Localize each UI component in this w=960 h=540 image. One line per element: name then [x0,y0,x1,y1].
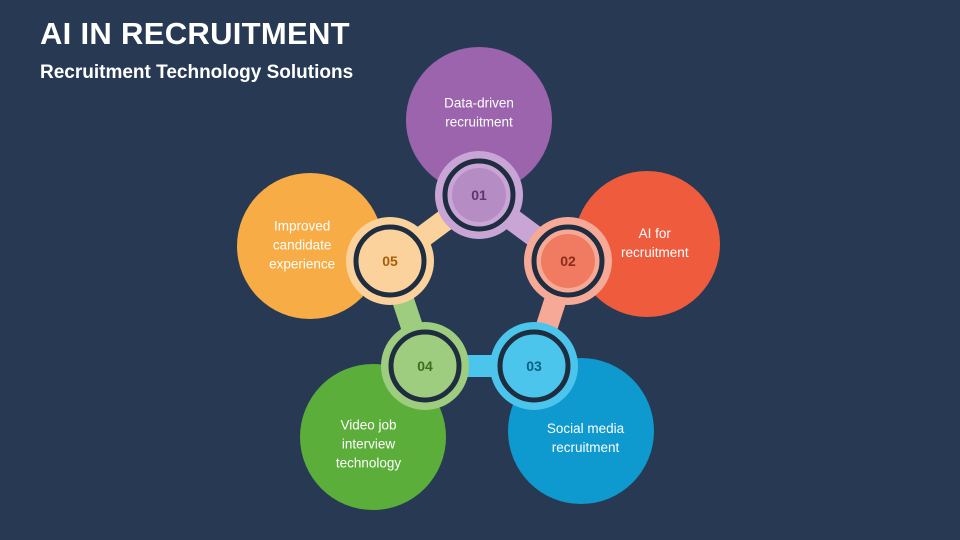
petal-01: Data-driven recruitment [406,47,552,193]
hub-disc-03 [507,339,561,393]
petal-05: Improved candidate experience [237,173,383,319]
hub-disc-05 [363,234,417,288]
petal-label-04-line-2: interview [342,437,396,452]
hub-number-02: 02 [560,253,576,269]
hub-04: 04 [381,322,469,410]
hub-outline-02 [531,224,605,298]
hub-disc-04 [398,339,452,393]
hub-number-01: 01 [471,187,487,203]
hub-disc-01 [452,168,506,222]
petal-circle-01 [406,47,552,193]
hub-number-04: 04 [417,358,433,374]
petal-label-03-line-2: recruitment [552,440,620,455]
petal-02: AI for recruitment [574,171,720,317]
petal-label-01-line-2: recruitment [445,115,513,130]
petal-label-05-line-3: experience [269,256,335,271]
hub-outline-04 [388,329,462,403]
hub-number-05: 05 [382,253,398,269]
petal-circle-05 [237,173,383,319]
petal-label-02-line-2: recruitment [621,245,689,260]
hub-disc-02 [541,234,595,288]
hub-05: 05 [346,217,434,305]
petal-circle-02 [574,171,720,317]
hub-outline-01 [442,158,516,232]
petal-label-01-line-1: Data-driven [444,96,514,111]
page-subtitle: Recruitment Technology Solutions [40,62,354,83]
petal-label-04-line-1: Video job [340,418,396,433]
hub-outline-03 [497,329,571,403]
hub-02: 02 [524,217,612,305]
hub-outline-05 [353,224,427,298]
petal-label-02-line-1: AI for [639,226,672,241]
hub-number-03: 03 [526,358,542,374]
petal-label-04-line-3: technology [336,456,402,471]
page-title: AI IN RECRUITMENT [40,16,350,51]
petal-label-05-line-1: Improved [274,218,330,233]
hub-03: 03 [490,322,578,410]
petal-label-05-line-2: candidate [273,237,332,252]
hub-01: 01 [435,151,523,239]
petal-label-03-line-1: Social media [547,421,625,436]
